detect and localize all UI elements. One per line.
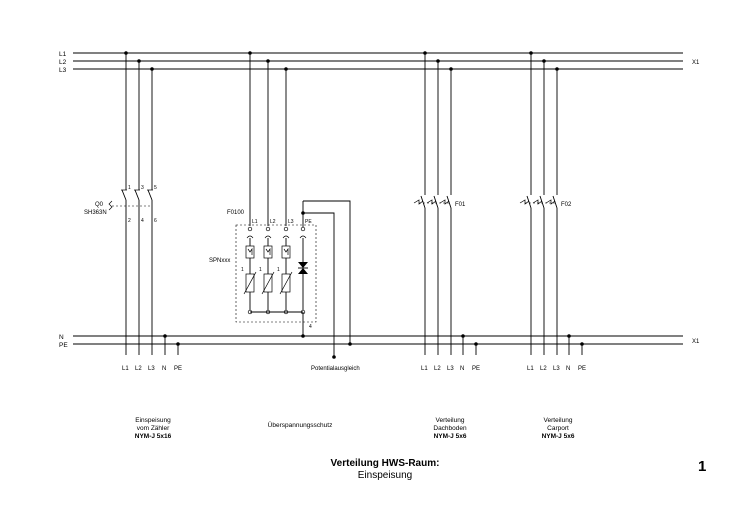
svg-text:4: 4 [309, 324, 312, 330]
feeder1-term-l2: L2 [135, 366, 142, 372]
q0-pin-2: 2 [128, 218, 131, 224]
feeder-einspeisung: 1 3 5 2 4 6 Q0 SH363N L1 L2 L3 N PE [84, 51, 182, 372]
feeder-carport: F02 L1 L2 L3 N PE [519, 51, 586, 372]
q0-pin-3: 3 [141, 185, 144, 191]
f01-tag: F01 [455, 202, 466, 208]
spd-tag: F0100 [227, 210, 245, 216]
feeder4-term-l2: L2 [540, 366, 547, 372]
title-block: Verteilung HWS-Raum: Einspeisung [300, 458, 470, 482]
svg-text:1: 1 [241, 267, 244, 273]
terminal-x1-bottom: X1 [692, 339, 700, 345]
block-label-line1: Verteilung [543, 417, 573, 424]
bus-label-l2: L2 [59, 59, 67, 66]
q0-main-switch: 1 3 5 2 4 6 Q0 SH363N [84, 185, 157, 224]
bus-label-pe: PE [59, 342, 68, 349]
feeder4-term-n: N [566, 366, 570, 372]
page-number: 1 [698, 458, 707, 475]
block-label-line1: Verteilung [435, 417, 465, 424]
block-label-cable: NYM-J 5x6 [433, 433, 467, 440]
block-label-line2: Carport [547, 425, 569, 432]
spd-enclosure [235, 224, 317, 323]
feeder-surge-protection: F0100 SPNxxx L1 L2 L3 PE 1 [209, 51, 360, 372]
feeder1-term-n: N [162, 366, 166, 372]
page-title: Verteilung HWS-Raum: [330, 458, 440, 469]
block-label-ueberspannungsschutz: Überspannungsschutz [245, 422, 355, 430]
feeder4-term-l3: L3 [553, 366, 560, 372]
spd-pin-l3: L3 [288, 219, 294, 225]
spd-module-l1: 1 [241, 226, 257, 315]
feeder3-term-l3: L3 [447, 366, 454, 372]
spd-pin-l2: L2 [270, 219, 276, 225]
feeder4-term-l1: L1 [527, 366, 534, 372]
f01-breaker: F01 [413, 195, 466, 209]
block-label-line2: vom Zähler [136, 425, 170, 432]
spd-type: SPNxxx [209, 258, 230, 264]
feeder1-term-pe: PE [174, 366, 182, 372]
block-label-line1: Überspannungsschutz [267, 422, 333, 429]
spd-module-l3: 1 [277, 226, 293, 315]
bus-label-l3: L3 [59, 67, 67, 74]
block-label-cable: NYM-J 5x6 [541, 433, 575, 440]
block-label-cable: NYM-J 5x16 [134, 433, 172, 440]
spd-pin-pe: PE [305, 219, 312, 225]
potential-equalization-label: Potentialausgleich [311, 366, 360, 372]
page-subtitle: Einspeisung [357, 470, 413, 481]
svg-text:1: 1 [259, 267, 262, 273]
svg-text:1: 1 [277, 267, 280, 273]
spd-module-l2: 1 [259, 226, 275, 315]
f02-tag: F02 [561, 202, 572, 208]
q0-pin-4: 4 [141, 218, 144, 224]
feeder1-term-l3: L3 [148, 366, 155, 372]
q0-pin-6: 6 [154, 218, 157, 224]
feeder4-term-pe: PE [578, 366, 586, 372]
feeder3-term-pe: PE [472, 366, 480, 372]
bus-label-l1: L1 [59, 51, 67, 58]
q0-tag: Q0 [95, 202, 104, 208]
q0-pin-5: 5 [154, 185, 157, 191]
f02-breaker: F02 [519, 195, 572, 209]
spd-module-pe-spark-gap [298, 226, 308, 315]
bottom-bus: N PE X1 [59, 334, 700, 349]
terminal-x1-top: X1 [692, 60, 700, 66]
block-label-carport: Verteilung Carport NYM-J 5x6 [510, 417, 606, 441]
top-bus: L1 L2 L3 X1 [59, 51, 700, 74]
q0-type: SH363N [84, 210, 107, 216]
feeder3-term-l1: L1 [421, 366, 428, 372]
q0-pin-1: 1 [128, 185, 131, 191]
block-label-einspeisung: Einspeisung vom Zähler NYM-J 5x16 [105, 417, 201, 441]
feeder-dachboden: F01 L1 L2 L3 N PE [413, 51, 480, 372]
feeder3-term-n: N [460, 366, 464, 372]
block-label-line1: Einspeisung [135, 417, 171, 424]
block-label-line2: Dachboden [433, 425, 467, 432]
feeder1-term-l1: L1 [122, 366, 129, 372]
block-label-dachboden: Verteilung Dachboden NYM-J 5x6 [402, 417, 498, 441]
feeder3-term-l2: L2 [434, 366, 441, 372]
bus-label-n: N [59, 334, 64, 341]
spd-pin-l1: L1 [252, 219, 258, 225]
